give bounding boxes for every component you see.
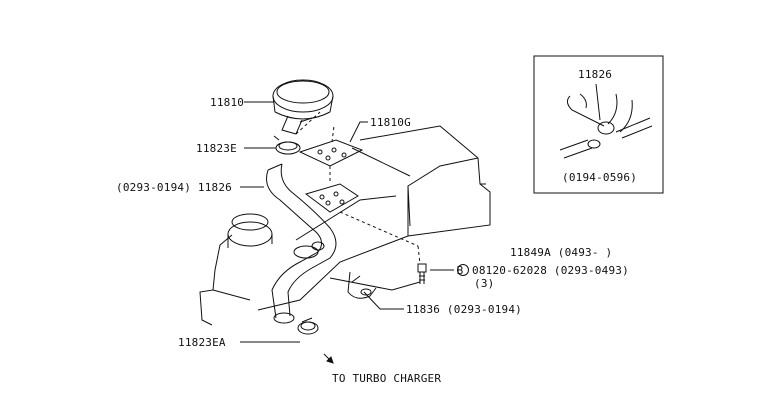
label-11823e: 11823E	[196, 142, 237, 155]
leader-lines	[240, 101, 454, 343]
labels: 11810 11810G 11823E (0293-0194) 11826 11…	[116, 68, 637, 385]
label-11823ea: 11823EA	[178, 336, 226, 349]
inset-label-date: (0194-0596)	[562, 171, 637, 184]
hose-clamp-11823e	[273, 135, 301, 155]
hose-11826	[266, 163, 337, 319]
label-bolt-qty: (3)	[474, 277, 494, 290]
label-to-turbo: TO TURBO CHARGER	[332, 372, 441, 385]
label-11849a: 11849A (0493- )	[510, 246, 612, 259]
bolt-marker-circle	[457, 264, 469, 276]
gasket-lower	[304, 183, 359, 213]
label-bolt-spec: 08120-62028 (0293-0493)	[472, 264, 629, 277]
label-11810g: 11810G	[370, 116, 411, 129]
alignment-dashes	[295, 111, 421, 265]
label-11836: 11836 (0293-0194)	[406, 303, 522, 316]
turbo-arrow	[323, 353, 334, 364]
hose-clamp-11823ea	[273, 312, 319, 335]
bolt-08120	[417, 263, 427, 284]
filler-cap	[227, 213, 273, 248]
label-11810: 11810	[210, 96, 244, 109]
bracket-11836	[347, 271, 377, 299]
oil-separator-11810	[272, 79, 334, 135]
inset-box	[533, 55, 664, 194]
engine-block	[199, 125, 491, 326]
gasket-11810g-upper	[298, 139, 364, 167]
hose-clamp-mid	[293, 241, 325, 259]
label-bolt-marker: B	[457, 264, 464, 277]
label-11826: (0293-0194) 11826	[116, 181, 232, 194]
inset-label-11826: 11826	[578, 68, 612, 81]
